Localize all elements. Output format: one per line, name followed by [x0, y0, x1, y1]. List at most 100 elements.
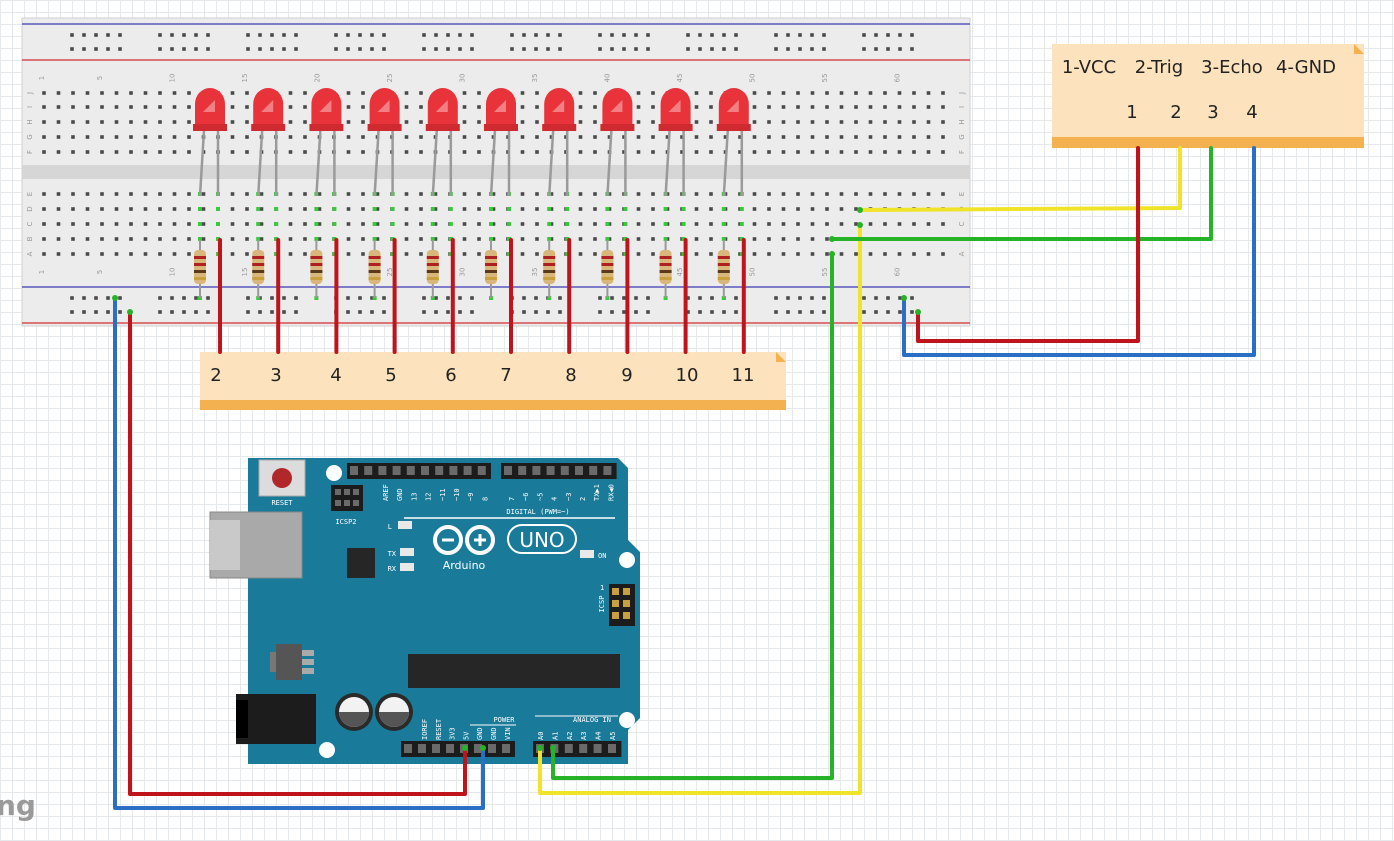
- arduino-uno-board: RESET ICSP2 L: [209, 458, 640, 764]
- column-number: 60: [894, 268, 902, 277]
- resistor: [426, 240, 439, 298]
- pin-number-label: 9: [621, 365, 632, 386]
- pin-label: ~10: [453, 488, 461, 501]
- column-number: 35: [531, 74, 539, 83]
- sensor-pin-number: 3: [1207, 102, 1218, 123]
- on-label: ON: [598, 552, 606, 560]
- header-pin: [603, 466, 612, 475]
- pin-label: 13: [410, 493, 418, 501]
- header-pin: [406, 466, 415, 475]
- pin-number-label: 2: [210, 365, 221, 386]
- sensor-pin-name: 3-Echo: [1201, 57, 1263, 78]
- row-letter: J: [26, 92, 34, 95]
- tx-led: [400, 548, 414, 556]
- led: [484, 88, 518, 197]
- pin-label: ~9: [467, 493, 475, 501]
- pin-number-label: 4: [330, 365, 341, 386]
- pin-label: A1: [551, 732, 559, 740]
- column-number: 30: [459, 268, 467, 277]
- row-letter: E: [958, 192, 966, 196]
- row-letter: H: [958, 119, 966, 124]
- mounting-hole: [326, 465, 342, 481]
- sensor-pin-number: 4: [1246, 102, 1257, 123]
- pin-label: A5: [609, 732, 617, 740]
- pin-number-label: 3: [270, 365, 281, 386]
- header-pin: [579, 744, 588, 753]
- led-signal-wires: [218, 238, 746, 354]
- resistor: [659, 240, 672, 298]
- pin-label: A0: [537, 732, 545, 740]
- resistor: [543, 240, 556, 298]
- column-number: 1: [38, 76, 46, 80]
- led: [309, 88, 344, 197]
- header-pin: [518, 466, 527, 475]
- row-letter: C: [26, 221, 34, 226]
- brand-label: Arduino: [443, 559, 486, 572]
- sensor-pin-number: 2: [1170, 102, 1181, 123]
- column-number: 50: [749, 268, 757, 277]
- row-letter: D: [26, 206, 34, 211]
- wires: [112, 146, 1256, 810]
- column-number: 5: [96, 270, 104, 274]
- pin-label: A3: [580, 732, 588, 740]
- row-letter: C: [958, 221, 966, 226]
- row-letter: H: [26, 119, 34, 124]
- sensor-pin-name: 1-VCC: [1062, 57, 1116, 78]
- digital-header-left: [347, 463, 491, 479]
- icsp2-label: ICSP2: [335, 518, 356, 526]
- pin-label: 5V: [462, 731, 470, 740]
- header-pin: [477, 466, 486, 475]
- header-pin: [432, 744, 440, 753]
- icsp-header: [609, 584, 635, 626]
- reset-button[interactable]: [258, 459, 306, 497]
- power-header: [401, 741, 515, 757]
- rx-led: [400, 563, 414, 571]
- pin-label: ~5: [536, 493, 544, 501]
- pin-label: ~6: [522, 493, 530, 501]
- row-letter: F: [958, 150, 966, 154]
- header-pin: [474, 744, 482, 753]
- wire-a0-yellow: [538, 223, 862, 795]
- column-number: 45: [676, 268, 684, 277]
- column-number: 30: [459, 74, 467, 83]
- header-pin: [564, 744, 573, 753]
- capacitor: [335, 693, 373, 731]
- header-pin: [449, 466, 458, 475]
- pin-label: 7: [508, 497, 516, 501]
- header-pin: [404, 744, 412, 753]
- header-pin: [502, 744, 510, 753]
- header-pin: [446, 744, 454, 753]
- header-pin: [364, 466, 373, 475]
- column-number: 1: [38, 270, 46, 274]
- tx-label: TX: [388, 550, 397, 558]
- led: [600, 88, 635, 197]
- pin-label: 3V3: [449, 727, 457, 740]
- pin-label: 8: [481, 497, 489, 501]
- led-array: [193, 88, 751, 298]
- header-pin: [575, 466, 583, 475]
- led: [658, 88, 693, 197]
- header-pin: [608, 744, 616, 753]
- l-led: [398, 521, 412, 529]
- sensor-pin-name: 4-GND: [1276, 57, 1336, 78]
- column-number: 45: [676, 74, 684, 83]
- wire-gnd: [113, 296, 485, 810]
- wire-a1-green: [551, 252, 834, 780]
- row-letter: I: [26, 106, 34, 108]
- row-letter: E: [26, 192, 34, 196]
- row-letter: J: [958, 92, 966, 95]
- model-label: UNO: [519, 528, 564, 552]
- icsp2-header: [331, 485, 363, 511]
- digital-header-right: [501, 463, 617, 479]
- column-number: 10: [169, 268, 177, 277]
- reset-label: RESET: [271, 499, 293, 507]
- analog-label: ANALOG IN: [573, 716, 611, 724]
- pin-label: GND: [396, 488, 404, 501]
- pin-label: 12: [425, 493, 433, 501]
- wire-gnd-blue: [902, 146, 1256, 357]
- led: [716, 88, 751, 197]
- wire-trig-yellow: [858, 146, 1182, 212]
- column-number: 55: [821, 268, 829, 277]
